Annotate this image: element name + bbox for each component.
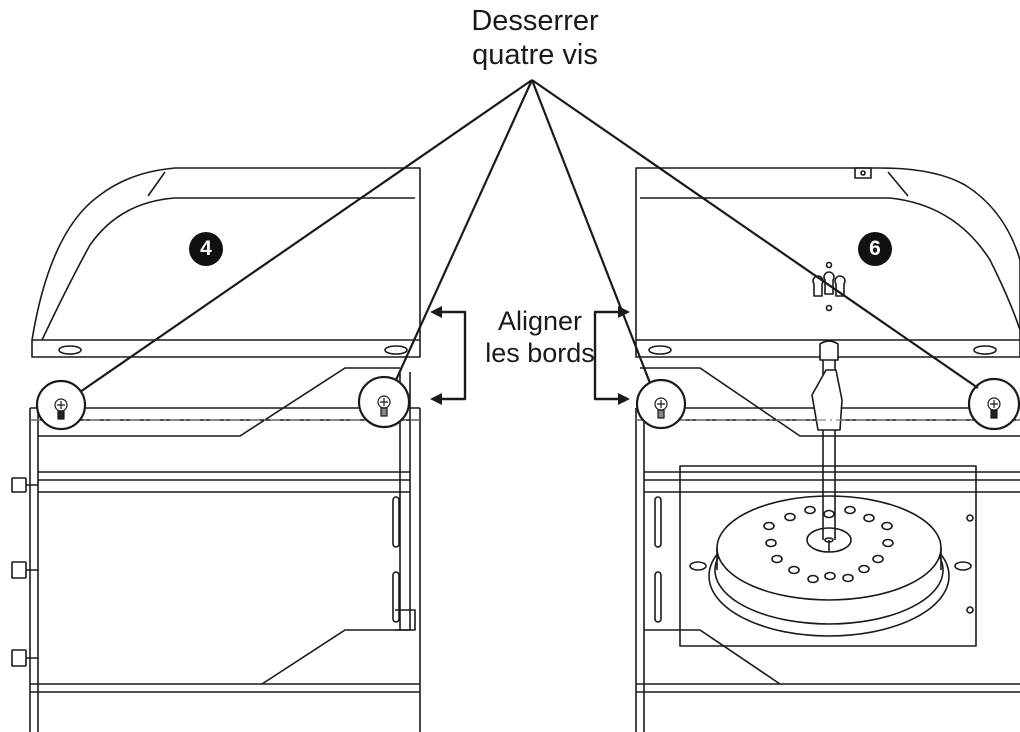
callout-line: Aligner	[497, 306, 583, 336]
screw-icon	[54, 398, 68, 420]
step-badge-right: 6	[858, 232, 892, 266]
screw-icon	[987, 397, 1001, 419]
left-top-housing	[31, 167, 421, 358]
screw-icon	[377, 395, 391, 417]
loosen-screws-callout: Desserrer quatre vis	[420, 4, 650, 72]
screw-icon	[654, 397, 668, 419]
step-badge-left: 4	[189, 232, 223, 266]
align-edges-callout: Aligner les bords	[478, 306, 602, 370]
screw-callouts	[35, 375, 1020, 431]
callout-line: les bords	[485, 337, 595, 368]
screws	[54, 395, 1001, 420]
arrow-right-icon	[618, 306, 630, 318]
turntable-assembly	[708, 340, 950, 637]
arrow-right-icon	[618, 393, 630, 405]
turntable-holes	[763, 505, 894, 584]
right-top-housing	[635, 167, 1020, 358]
screw-leader-lines	[79, 79, 979, 393]
callout-line: Desserrer	[471, 5, 599, 37]
arrow-left-icon	[430, 393, 442, 405]
callout-line: quatre vis	[472, 39, 598, 72]
align-bracket-right	[593, 310, 622, 401]
arrow-left-icon	[430, 306, 442, 318]
align-bracket-left	[438, 310, 467, 401]
